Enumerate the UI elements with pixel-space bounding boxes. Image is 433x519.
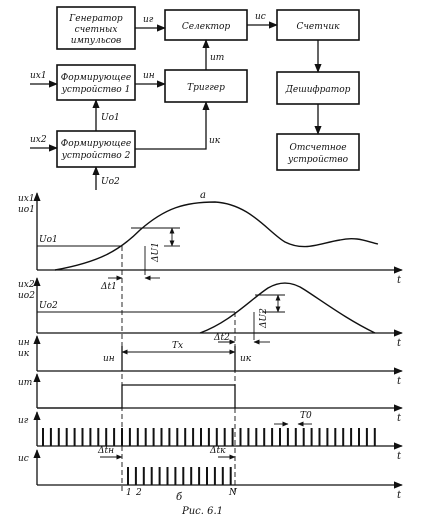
du1-label: ΔU1 (151, 242, 161, 263)
dtk-label: Δtк (209, 446, 226, 456)
dt1-label: Δt1 (100, 282, 117, 292)
pulse-n-label: N (228, 488, 238, 498)
pulse-2-label: 2 (135, 488, 142, 498)
uo2-signal-label: Uо2 (101, 177, 120, 187)
ux1-curve (54, 201, 379, 271)
readout-block: Отсчетное устройство (276, 133, 360, 171)
uc-signal-label: uс (255, 12, 266, 22)
readout-label-2: устройство (287, 155, 349, 165)
uo2-level-label: Uо2 (39, 301, 58, 311)
ut-signal-label: uт (210, 53, 224, 63)
tx-label: Tх (172, 341, 183, 351)
panel4-ut-label: uт (18, 378, 32, 388)
counter-label: Счетчик (296, 22, 340, 32)
ug-signal-label: uг (143, 15, 154, 25)
generator-label-2: счетных (75, 25, 118, 35)
panel2-t-label: t (397, 338, 402, 349)
panel5-ug-label: uг (18, 416, 29, 426)
panel-ug: uг t T0 (18, 411, 403, 462)
panel-ux1: uх1 uо1 t Uо1 Δt1 ΔU1 (18, 192, 403, 292)
figure-caption: Рис. 6.1 (181, 506, 223, 517)
pulse-1-label: 1 (126, 488, 132, 498)
generator-label-1: Генератор (68, 14, 123, 24)
former-2-label-1: Формирующее (61, 139, 131, 149)
decoder-label: Дешифратор (285, 85, 351, 95)
generator-label-3: импульсов (71, 36, 122, 46)
counter-block: Счетчик (276, 9, 360, 41)
former-1-block: Формирующее устройство 1 (56, 64, 136, 101)
panel6-uc-label: uс (18, 454, 29, 464)
panel1-uo1-label: uо1 (18, 205, 35, 215)
panel3-un-label: uн (18, 338, 30, 348)
uk-signal-label: uк (209, 136, 221, 146)
ux1-signal-label: uх1 (30, 71, 47, 81)
decoder-block: Дешифратор (276, 71, 360, 105)
panel3-uk-label: uк (18, 349, 30, 359)
uk-mark-label: uк (240, 354, 252, 364)
former-2-block: Формирующее устройство 2 (56, 130, 136, 168)
former-1-label-1: Формирующее (61, 73, 131, 83)
panel1-ux1-label: uх1 (18, 194, 35, 204)
selector-label: Селектор (182, 22, 231, 32)
panel-ux2: uх2 uо2 t Uо2 Δt2 ΔU2 (18, 277, 403, 349)
ut-trigger-pulse (37, 384, 236, 409)
uc-pulse-train (127, 467, 232, 485)
ug-pulse-train (42, 428, 376, 446)
uo1-level-label: Uо1 (39, 235, 58, 245)
panel6-t-label: t (397, 490, 402, 501)
former-2-label-2: устройство 2 (61, 151, 131, 161)
ux2-signal-label: uх2 (30, 135, 47, 145)
trigger-block: Триггер (164, 69, 248, 103)
panel1-t-label: t (397, 275, 402, 286)
panel-un-uk: uн uк t uн uк Tх (18, 335, 403, 387)
timing-diagrams: uх1 uо1 t Uо1 Δt1 ΔU1 uх2 uо2 t Uо2 (18, 192, 403, 517)
panel-uc: uс t Δtн Δtк 1 2 N (18, 446, 403, 501)
trigger-label: Триггер (187, 83, 225, 93)
ux2-curve (199, 282, 376, 334)
panel5-t-label: t (397, 451, 402, 462)
former2-to-trigger-arrow (135, 101, 210, 150)
dt2-label: Δt2 (213, 333, 230, 343)
readout-label-1: Отсчетное (289, 143, 346, 153)
uo1-signal-label: Uо1 (101, 113, 120, 123)
panel2-uo2-label: uо2 (18, 291, 35, 301)
selector-block: Селектор (164, 9, 248, 41)
du2-label: ΔU2 (259, 308, 269, 329)
former-1-label-2: устройство 1 (61, 85, 131, 95)
dtn-label: Δtн (97, 446, 114, 456)
part-b-label: б (176, 492, 183, 503)
part-a-label: а (200, 190, 206, 201)
un-signal-label: uн (143, 71, 155, 81)
panel2-ux2-label: uх2 (18, 280, 35, 290)
panel4-t-label: t (397, 413, 402, 424)
panel-ut: uт t (18, 373, 403, 424)
t0-label: T0 (300, 411, 312, 421)
panel3-t-label: t (397, 376, 402, 387)
generator-block: Генератор счетных импульсов (56, 6, 136, 50)
un-mark-label: uн (103, 354, 115, 364)
block-diagram: Генератор счетных импульсов Селектор Сче… (30, 6, 360, 201)
